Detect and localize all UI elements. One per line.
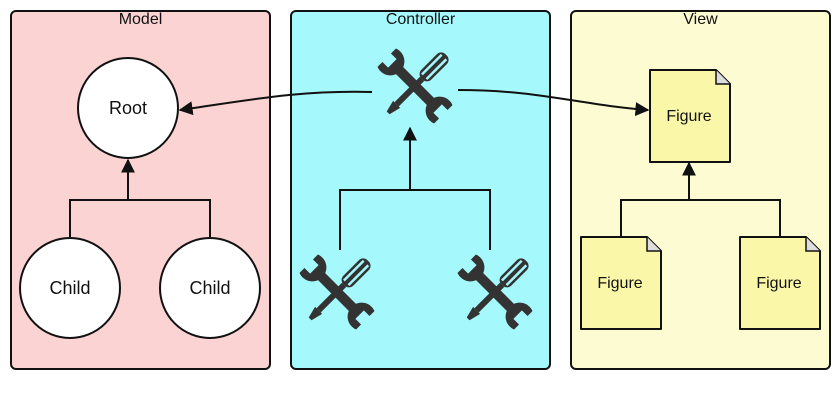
model-root-label: Root	[109, 98, 147, 118]
view-panel-title: View	[683, 11, 718, 28]
view-child-label: Figure	[597, 275, 642, 292]
model-root-node: Root	[77, 57, 179, 159]
view-parent-label: Figure	[666, 108, 711, 125]
wrench-screwdriver-icon	[456, 253, 534, 331]
view-child-figure: Figure	[580, 236, 662, 330]
view-child-label: Figure	[756, 275, 801, 292]
controller-panel-title: Controller	[385, 11, 456, 28]
wrench-screwdriver-icon	[298, 253, 376, 331]
view-child-figure: Figure	[739, 236, 821, 330]
model-panel-title: Model	[118, 11, 163, 28]
model-child-label: Child	[49, 278, 90, 298]
controller-to-model-arrow	[178, 90, 373, 116]
model-child-node: Child	[19, 237, 121, 339]
model-child-node: Child	[159, 237, 261, 339]
controller-tree-connector	[339, 189, 491, 250]
wrench-screwdriver-icon	[376, 47, 454, 125]
controller-to-view-arrow	[457, 89, 650, 117]
model-child-label: Child	[189, 278, 230, 298]
model-tree-connector	[69, 199, 211, 240]
view-tree-connector	[620, 199, 781, 237]
view-parent-figure: Figure	[649, 69, 731, 163]
